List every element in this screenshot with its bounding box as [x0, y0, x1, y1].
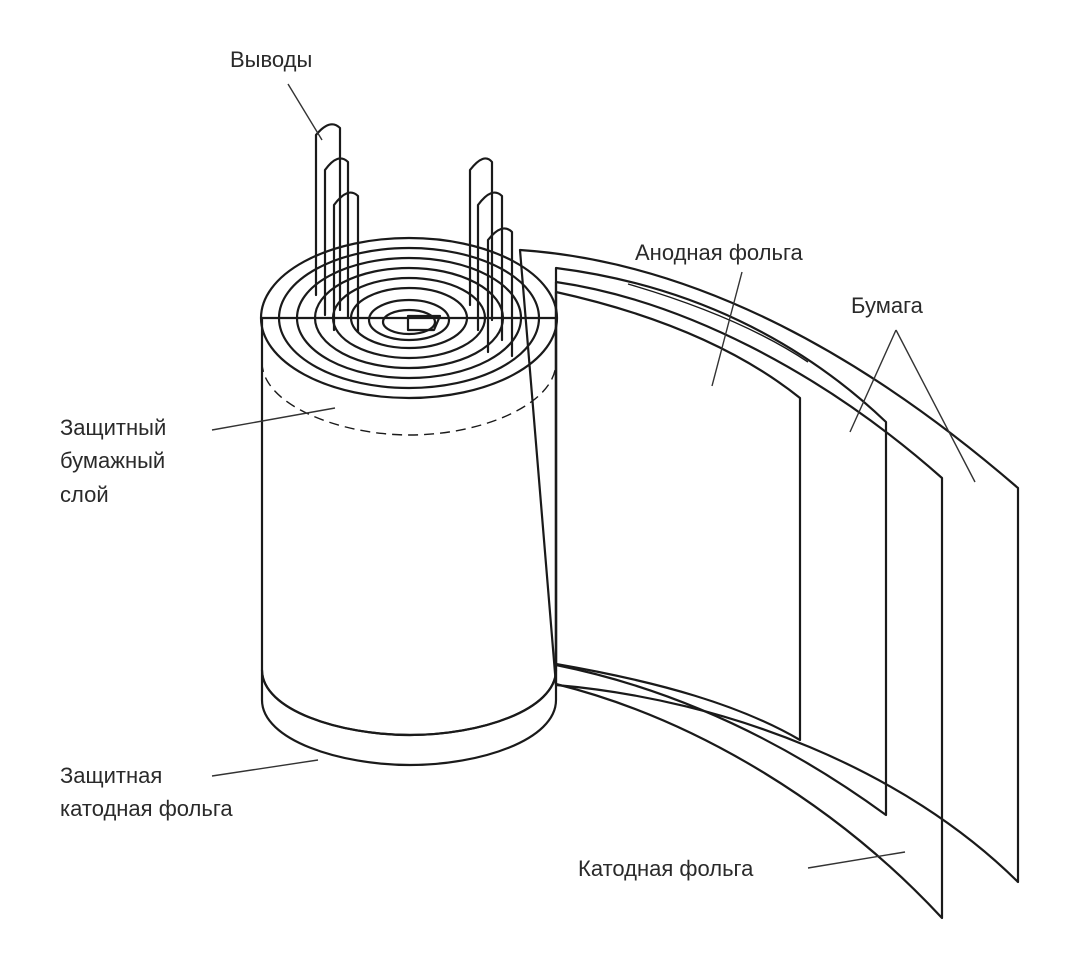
paper-pointer-1 — [849, 329, 897, 433]
leads-pointer — [287, 83, 323, 141]
cylinder-body — [260, 316, 558, 737]
protective-cathode-label-line2: катодная фольга — [60, 796, 233, 821]
protective-paper-dashed-line — [261, 361, 557, 436]
paper-pointer-2 — [895, 329, 976, 483]
protective-cathode-label-line1: Защитная — [60, 763, 162, 788]
cylinder-top-winding — [259, 236, 559, 400]
protective-paper-label-line2: бумажный — [60, 448, 165, 473]
protective-cathode-pointer — [211, 759, 319, 777]
paper-label: Бумага — [851, 293, 924, 318]
cathode-foil-pointer — [807, 851, 906, 869]
leads-label: Выводы — [230, 47, 312, 72]
protective-paper-label-line1: Защитный — [60, 415, 166, 440]
protective-paper-label-line3: слой — [60, 482, 109, 507]
inner-paper-strip — [554, 266, 888, 817]
terminal-leads — [314, 123, 514, 358]
cathode-foil-strip — [554, 280, 944, 920]
anode-foil-label: Анодная фольга — [635, 240, 804, 265]
anode-foil-pointer — [711, 271, 743, 387]
protective-paper-pointer — [211, 407, 336, 431]
cathode-foil-label: Катодная фольга — [578, 856, 754, 881]
outer-paper-strip — [518, 248, 1020, 884]
anode-foil-strip — [554, 290, 802, 742]
